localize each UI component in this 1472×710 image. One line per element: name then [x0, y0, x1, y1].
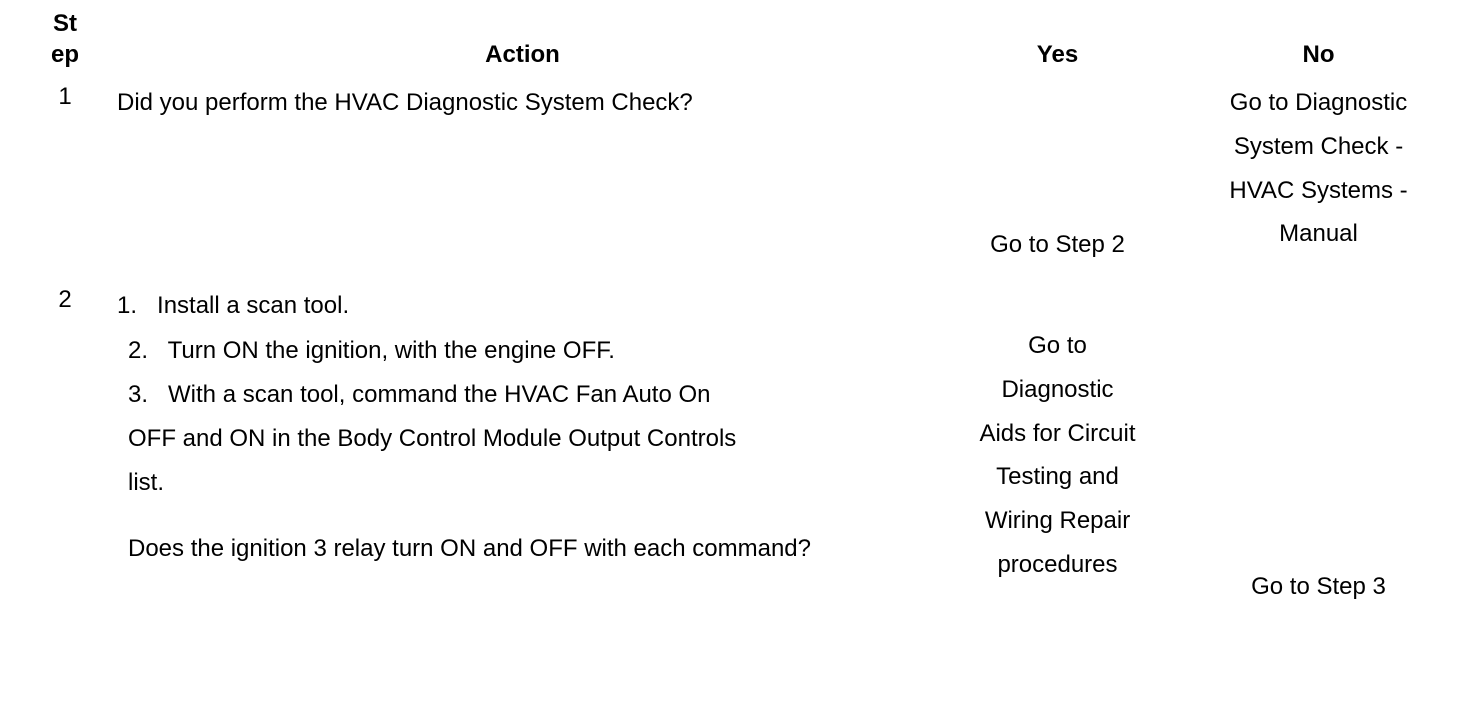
column-header-step: St ep	[13, 8, 117, 82]
row-no-cell: Go to Step 3	[1187, 284, 1450, 627]
column-header-step-line2: ep	[50, 41, 79, 69]
no-line: Go to Step 3	[1251, 572, 1386, 600]
row-yes-cell: Go to Diagnostic Aids for Circuit Testin…	[928, 284, 1187, 627]
yes-line: Go to Step 2	[990, 230, 1125, 258]
column-header-yes: Yes	[928, 8, 1187, 82]
table-row: 2 1. Install a scan tool. 2. Turn ON the…	[13, 284, 1450, 627]
row-no-cell: Go to Diagnostic System Check - HVAC Sys…	[1187, 81, 1450, 285]
row-step-number: 2	[13, 284, 117, 627]
yes-line: Aids for Circuit	[979, 419, 1136, 447]
action-line: OFF and ON in the Body Control Module Ou…	[128, 424, 737, 452]
column-header-action: Action	[117, 8, 928, 82]
yes-line: Go to	[1028, 332, 1087, 360]
column-header-no: No	[1187, 8, 1450, 82]
action-line-spacer	[117, 505, 928, 527]
yes-line: Testing and	[996, 463, 1119, 491]
no-line: Go to Diagnostic	[1229, 89, 1408, 117]
yes-line: Diagnostic	[1001, 376, 1114, 404]
action-list-item: 2. Turn ON the ignition, with the engine…	[128, 336, 615, 364]
action-list-item: 3. With a scan tool, command the HVAC Fa…	[128, 380, 711, 408]
action-line: list.	[128, 469, 164, 496]
no-line: System Check -	[1233, 133, 1404, 161]
yes-line: Wiring Repair	[984, 507, 1131, 535]
yes-line: procedures	[997, 550, 1118, 578]
column-header-step-line1: St	[53, 10, 77, 37]
no-line: Manual	[1279, 220, 1358, 248]
row-action-cell: 1. Install a scan tool. 2. Turn ON the i…	[117, 284, 928, 627]
table-header-row: St ep Action Yes No	[13, 8, 1450, 82]
row-action-cell: Did you perform the HVAC Diagnostic Syst…	[117, 81, 928, 285]
row-step-number: 1	[13, 81, 117, 285]
diagnostic-step-table: St ep Action Yes No 1 Did you perform th…	[13, 8, 1450, 627]
table-row: 1 Did you perform the HVAC Diagnostic Sy…	[13, 81, 1450, 285]
action-question: Does the ignition 3 relay turn ON and OF…	[128, 535, 811, 563]
row-yes-cell: Go to Step 2	[928, 81, 1187, 285]
action-list-item: 1. Install a scan tool.	[117, 292, 350, 320]
no-line: HVAC Systems -	[1229, 176, 1408, 204]
action-line: Did you perform the HVAC Diagnostic Syst…	[117, 89, 693, 117]
